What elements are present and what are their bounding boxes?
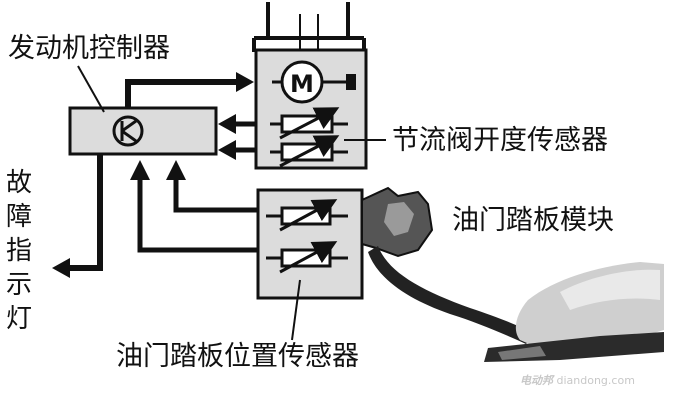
pedal-sensor-potentiometer-2: [266, 241, 348, 274]
ecu-label-leader: [77, 65, 105, 113]
pedal-sensor-leader: [291, 279, 301, 341]
fault-lamp-label: 故障指示灯: [5, 168, 32, 334]
throttle-signal-arrow-2: [218, 140, 256, 160]
throttle-sensor-label: 节流阀开度传感器: [392, 125, 608, 156]
pedal-position-sensor-label: 油门踏板位置传感器: [116, 341, 359, 372]
pedal-sensor-box: [256, 188, 364, 300]
throttle-sensor-potentiometer-2: [270, 135, 348, 168]
watermark-logo-text: 电动邦: [520, 374, 553, 387]
transistor-icon: [112, 115, 144, 147]
throttle-body-pipe: [252, 2, 366, 52]
throttle-sensor-potentiometer-1: [270, 107, 348, 140]
watermark-url: diandong.com: [556, 374, 635, 387]
pedal-signal-arrow-1: [166, 160, 258, 213]
foot-icon: [484, 262, 664, 362]
ecu-label: 发动机控制器: [8, 33, 170, 64]
pedal-sensor-potentiometer-1: [266, 199, 348, 232]
pedal-module-label: 油门踏板模块: [452, 205, 614, 236]
throttle-signal-arrow-1: [218, 114, 256, 134]
pedal-signal-arrow-2: [130, 160, 258, 253]
motor-icon: [272, 60, 356, 104]
ecu-to-motor-arrow: [125, 72, 254, 108]
motor-symbol-label: M: [290, 70, 314, 98]
watermark-logo: 电动邦 diandong.com: [520, 372, 635, 388]
fault-lamp-arrow: [52, 154, 103, 278]
pedal-module-mechanism: [361, 186, 534, 344]
